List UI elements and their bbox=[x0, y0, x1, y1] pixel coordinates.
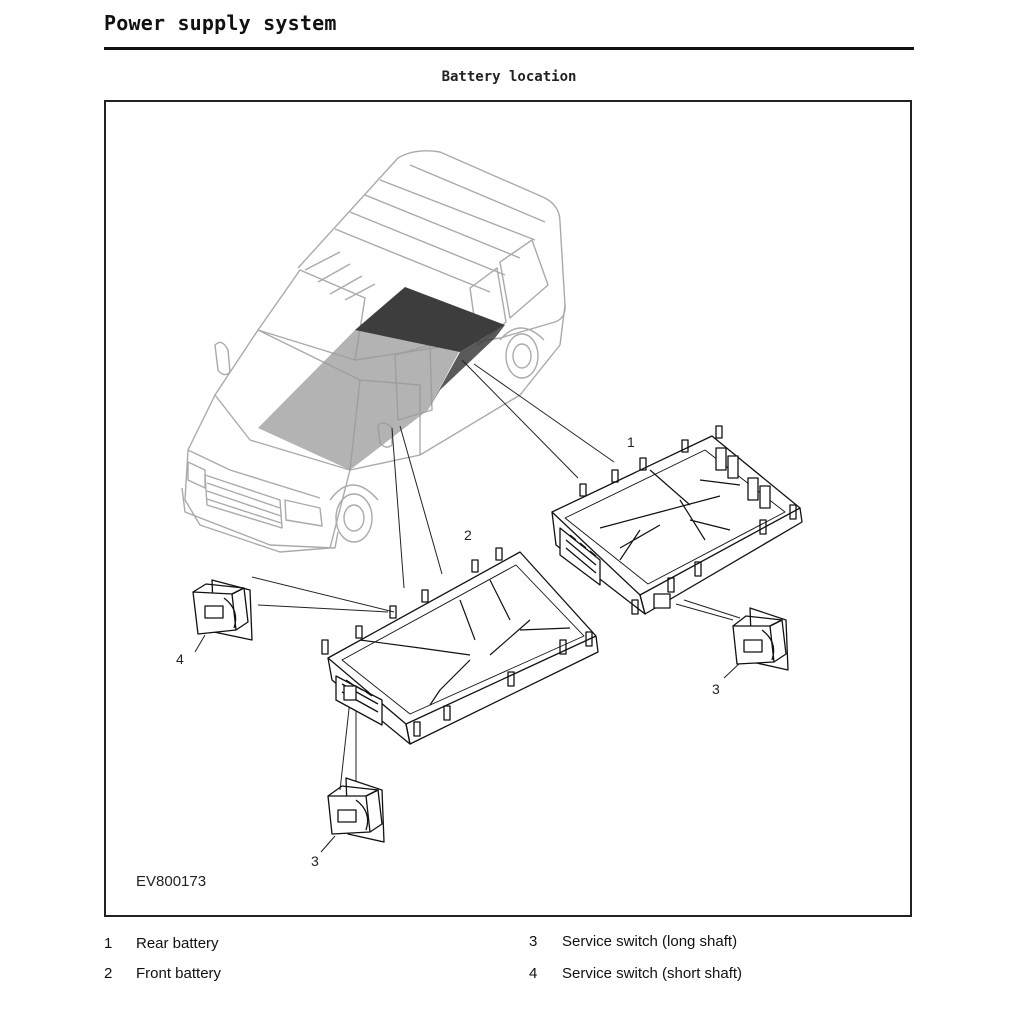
callout-rear-battery: 1 bbox=[627, 434, 635, 450]
legend-num-4: 4 bbox=[529, 965, 538, 982]
callout-service-switch-short: 4 bbox=[176, 651, 184, 667]
legend-num-1: 1 bbox=[104, 935, 113, 952]
service-switch-short-shaft bbox=[192, 579, 253, 641]
callout-front-battery: 2 bbox=[464, 527, 472, 543]
legend-text-service-switch-short: Service switch (short shaft) bbox=[562, 965, 743, 982]
legend-text-front-battery: Front battery bbox=[136, 965, 222, 982]
service-switch-long-shaft-bottom bbox=[327, 777, 385, 843]
legend-num-2: 2 bbox=[104, 965, 113, 982]
rear-battery-pack bbox=[551, 425, 803, 615]
rear-battery-floor-area bbox=[355, 287, 505, 352]
front-battery-pack bbox=[321, 547, 599, 745]
service-switch-long-shaft-right bbox=[732, 607, 789, 671]
figure-frame bbox=[104, 100, 912, 917]
page-title: Power supply system bbox=[104, 11, 337, 35]
callout-service-switch-long-bottom: 3 bbox=[311, 853, 319, 869]
callout-service-switch-long-right: 3 bbox=[712, 681, 720, 697]
van-illustration bbox=[181, 150, 566, 553]
figure-id: EV800173 bbox=[136, 873, 207, 890]
legend-text-service-switch-long: Service switch (long shaft) bbox=[562, 933, 738, 950]
leader-lines bbox=[194, 359, 741, 853]
header-rule bbox=[104, 47, 914, 50]
legend-text-rear-battery: Rear battery bbox=[136, 935, 219, 952]
legend-num-3: 3 bbox=[529, 933, 538, 950]
front-battery-floor-area bbox=[258, 330, 460, 470]
figure-caption: Battery location bbox=[441, 69, 577, 85]
